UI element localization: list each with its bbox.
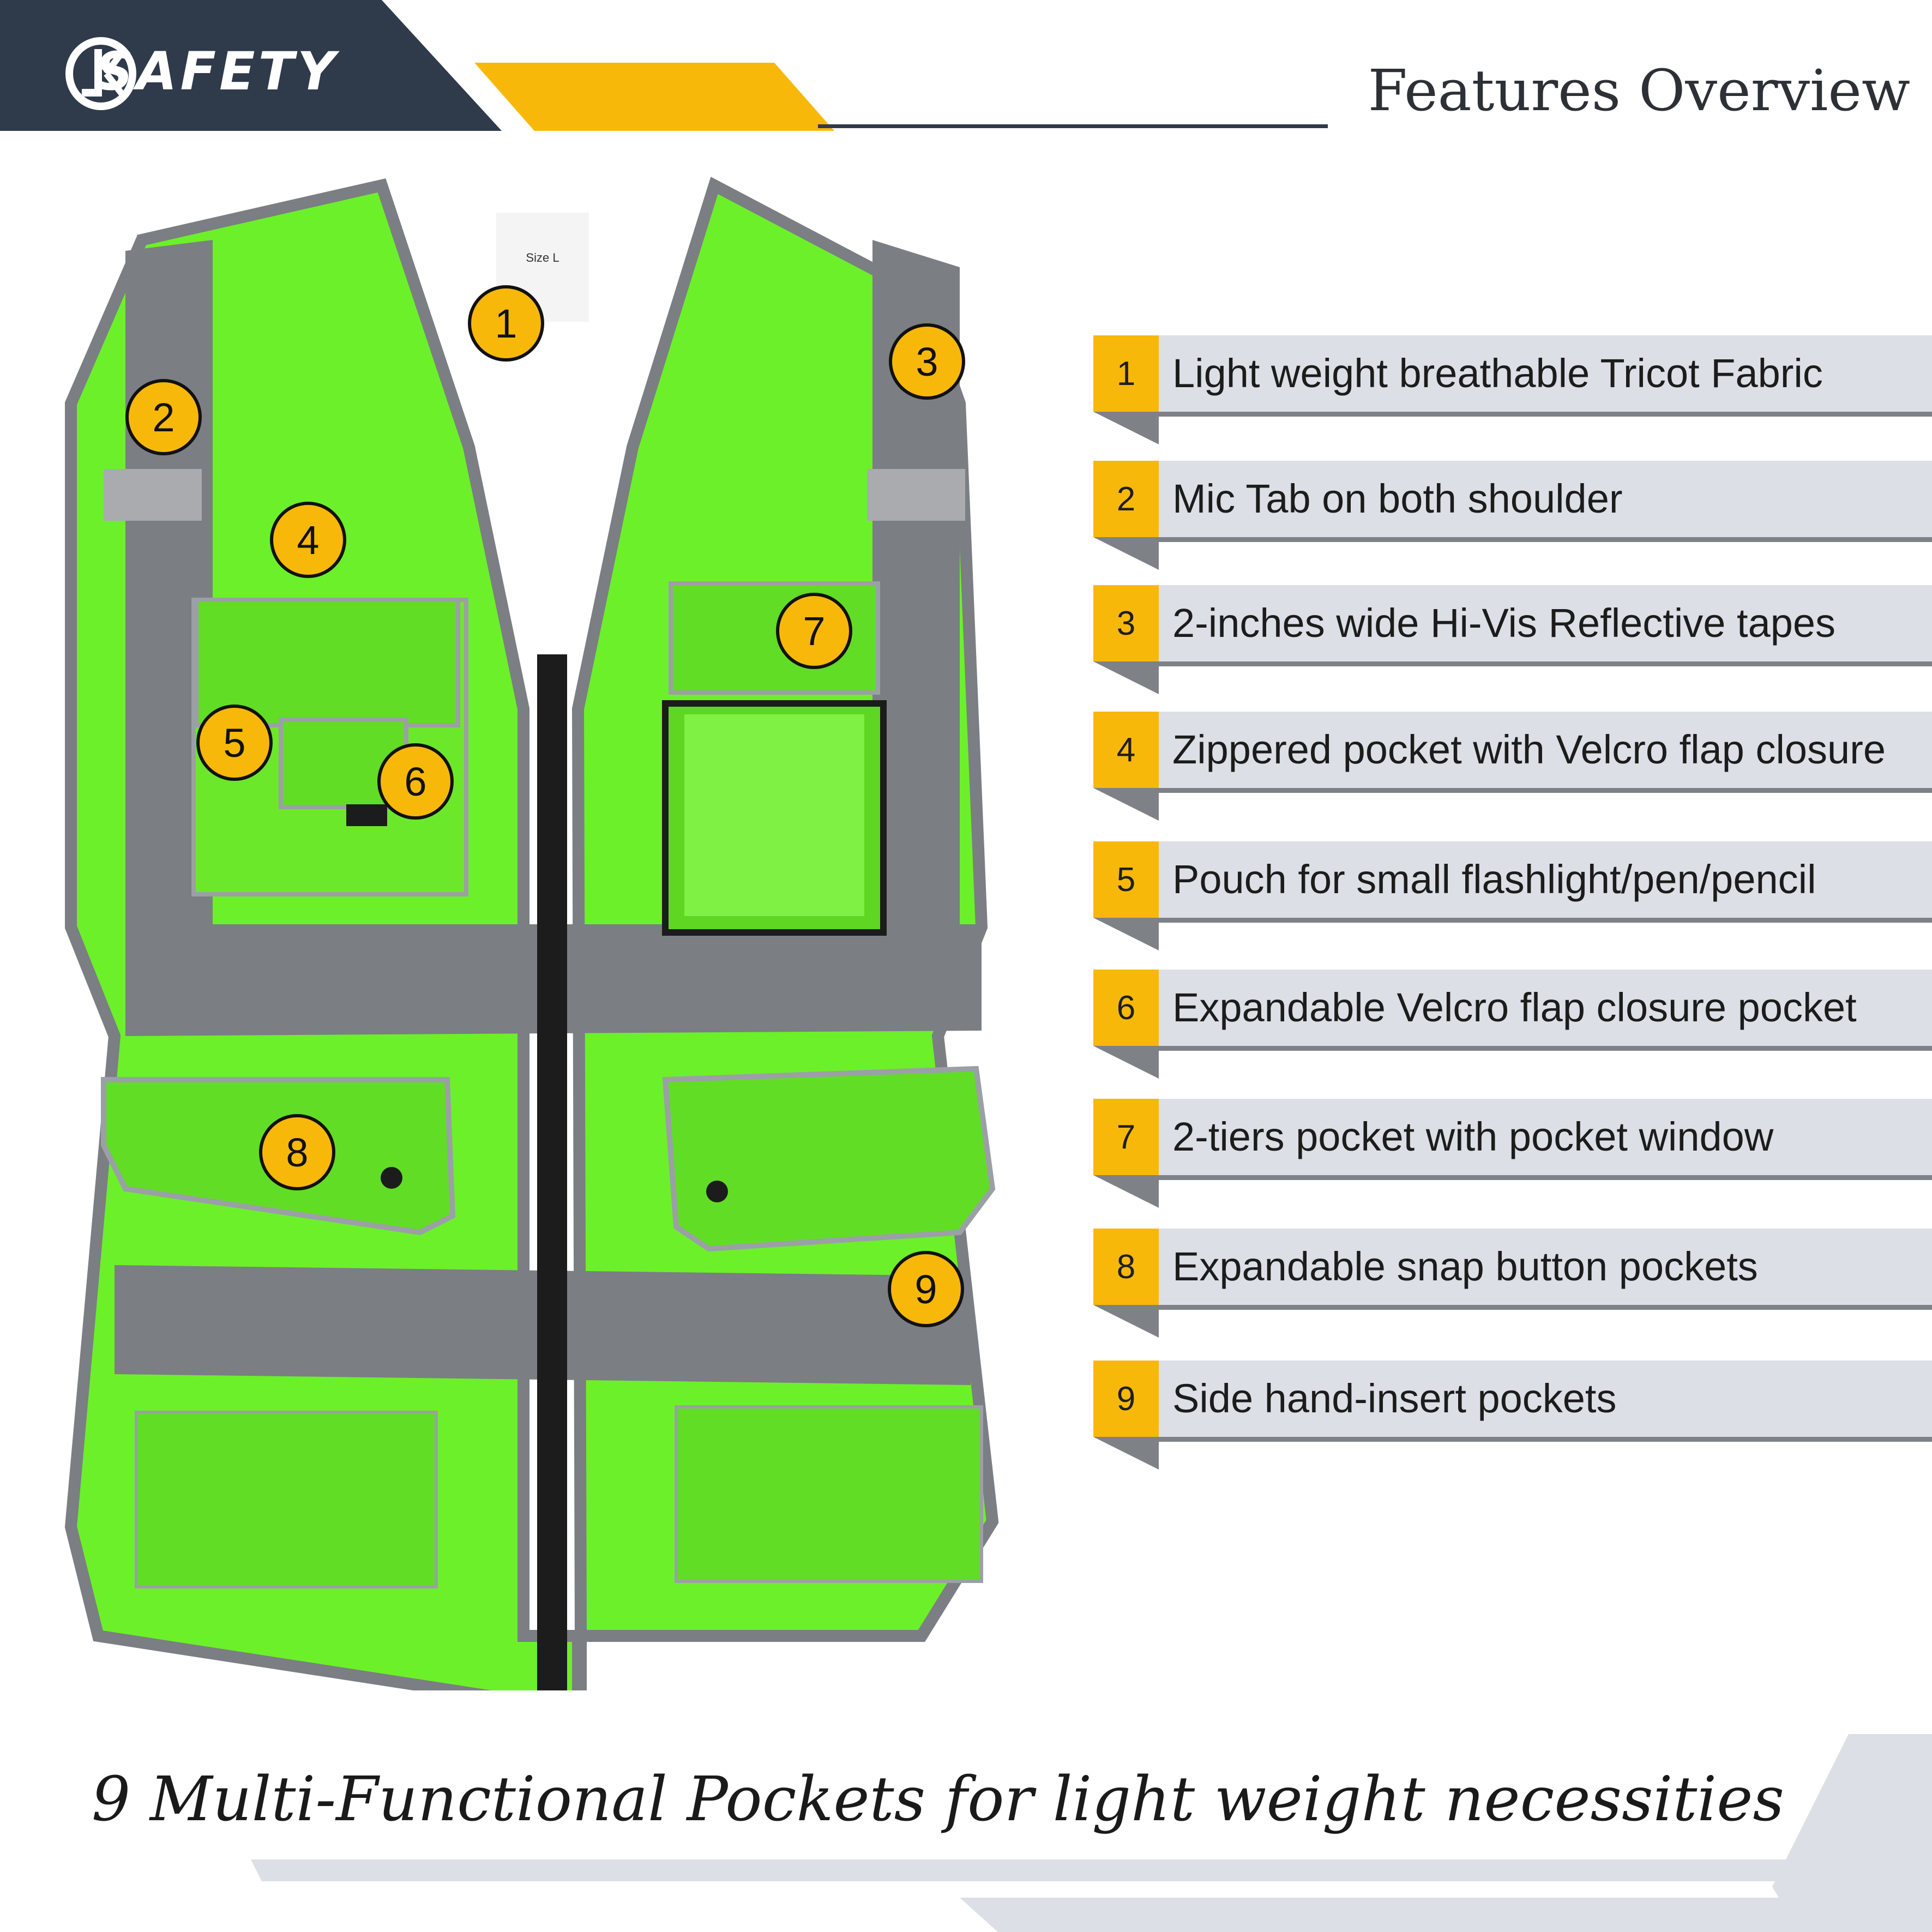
feature-text: Mic Tab on both shoulder	[1172, 476, 1623, 521]
feature-number: 7	[1093, 1099, 1159, 1175]
feature-text: 2-inches wide Hi-Vis Reflective tapes	[1172, 600, 1836, 646]
callout-marker-3: 3	[889, 323, 965, 400]
callout-marker-7: 7	[776, 593, 852, 669]
callout-marker-8: 8	[259, 1114, 335, 1190]
feature-text: Side hand-insert pockets	[1172, 1376, 1617, 1421]
feature-text: Expandable Velcro flap closure pocket	[1172, 985, 1857, 1030]
feature-number: 2	[1093, 461, 1159, 537]
feature-item: 9 Side hand-insert pockets	[1093, 1361, 1932, 1470]
callout-marker-6: 6	[377, 743, 454, 820]
feature-number: 9	[1093, 1361, 1159, 1437]
feature-item: 8 Expandable snap button pockets	[1093, 1229, 1932, 1338]
callout-marker-2: 2	[125, 379, 202, 455]
vest-neck-label: Size L	[526, 251, 559, 264]
feature-item: 2 Mic Tab on both shoulder	[1093, 461, 1932, 570]
callout-marker-9: 9	[888, 1251, 964, 1327]
feature-number: 5	[1093, 841, 1159, 918]
feature-item: 3 2-inches wide Hi-Vis Reflective tapes	[1093, 585, 1932, 694]
feature-number: 1	[1093, 335, 1159, 412]
callout-marker-5: 5	[196, 705, 273, 781]
feature-number: 4	[1093, 712, 1159, 788]
feature-text: Pouch for small flashlight/pen/pencil	[1172, 857, 1816, 902]
feature-number: 8	[1093, 1229, 1159, 1305]
brand-logo-mark	[65, 37, 136, 110]
feature-item: 6 Expandable Velcro flap closure pocket	[1093, 970, 1932, 1079]
feature-text: Light weight breathable Tricot Fabric	[1172, 351, 1823, 396]
footer-decoration	[251, 1734, 1932, 1932]
feature-text: Zippered pocket with Velcro flap closure	[1172, 727, 1886, 772]
page-title: Features Overview	[1368, 57, 1910, 124]
callout-marker-4: 4	[270, 502, 346, 578]
feature-number: 6	[1093, 970, 1159, 1046]
feature-number: 3	[1093, 585, 1159, 661]
feature-item: 5 Pouch for small flashlight/pen/pencil	[1093, 841, 1932, 950]
feature-item: 4 Zippered pocket with Velcro flap closu…	[1093, 712, 1932, 821]
feature-item: 1 Light weight breathable Tricot Fabric	[1093, 335, 1932, 444]
callout-marker-1: 1	[468, 285, 544, 362]
brand-logo-text: SAFETY	[95, 41, 339, 102]
feature-text: Expandable snap button pockets	[1172, 1244, 1758, 1289]
feature-item: 7 2-tiers pocket with pocket window	[1093, 1099, 1932, 1208]
tagline: 9 Multi-Functional Pockets for light wei…	[92, 1764, 1784, 1835]
feature-text: 2-tiers pocket with pocket window	[1172, 1114, 1774, 1159]
